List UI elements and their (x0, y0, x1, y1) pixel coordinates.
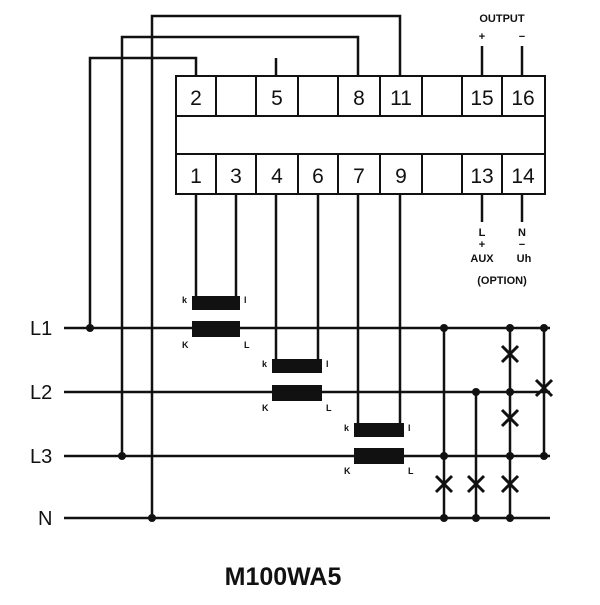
ct3-l-big: L (408, 466, 414, 476)
junction-dots (86, 324, 548, 522)
aux-option-label: (OPTION) (477, 275, 527, 287)
label-L1: L1 (30, 318, 52, 340)
terminal-13: 13 (470, 165, 493, 188)
top-row-cells (215, 76, 503, 116)
output-plus: + (479, 31, 485, 43)
fuse-marks (434, 344, 554, 494)
aux-plus: + (479, 239, 485, 251)
current-transformers (192, 296, 404, 464)
aux-uh-label: Uh (517, 253, 532, 265)
terminal-5: 5 (271, 87, 283, 110)
ct1-l-small: l (244, 295, 247, 305)
ct2-l-big: L (326, 403, 332, 413)
wire-ct2-secondary (274, 194, 320, 366)
terminal-3: 3 (230, 165, 242, 188)
terminal-15: 15 (470, 87, 493, 110)
aux-minus: − (519, 239, 525, 251)
aux-n: N (518, 227, 526, 239)
terminal-7: 7 (353, 165, 365, 188)
terminal-9: 9 (395, 165, 407, 188)
ct1-l-big: L (244, 340, 250, 350)
terminal-1: 1 (190, 165, 202, 188)
output-label: OUTPUT (479, 13, 525, 25)
wire-terminal-2-to-L1 (88, 56, 198, 328)
label-L2: L2 (30, 382, 52, 404)
ct1-upper (192, 296, 240, 310)
ct3-l-small: l (408, 423, 411, 433)
wire-terminal-8-to-L3 (120, 35, 360, 456)
wire-ct1-secondary (194, 194, 238, 302)
ct1-k-small: k (182, 295, 188, 305)
terminal-16: 16 (511, 87, 534, 110)
label-N: N (38, 508, 52, 530)
ct2-l-small: l (326, 359, 329, 369)
terminal-2: 2 (190, 87, 202, 110)
terminal-8: 8 (353, 87, 365, 110)
terminal-6: 6 (312, 165, 324, 188)
terminal-11: 11 (390, 87, 412, 110)
terminal-14: 14 (511, 165, 535, 188)
ct2-k-big: K (262, 403, 269, 413)
aux-l: L (479, 227, 486, 239)
output-minus: − (519, 31, 525, 43)
ct3-lower (354, 448, 404, 464)
terminal-4: 4 (271, 165, 283, 188)
terminal-block (175, 75, 546, 195)
ct2-k-small: k (262, 359, 268, 369)
ct2-upper (272, 359, 322, 373)
wire-terminal-11-to-N (150, 14, 402, 518)
ct3-upper (354, 423, 404, 437)
aux-label: AUX (470, 253, 494, 265)
ct3-k-small: k (344, 423, 350, 433)
ct1-k-big: K (182, 340, 189, 350)
ct1-lower (192, 321, 240, 337)
label-L3: L3 (30, 446, 52, 468)
ct3-k-big: K (344, 466, 351, 476)
bottom-row-cells (215, 154, 503, 194)
model-title: M100WA5 (225, 563, 342, 591)
ct2-lower (272, 385, 322, 401)
